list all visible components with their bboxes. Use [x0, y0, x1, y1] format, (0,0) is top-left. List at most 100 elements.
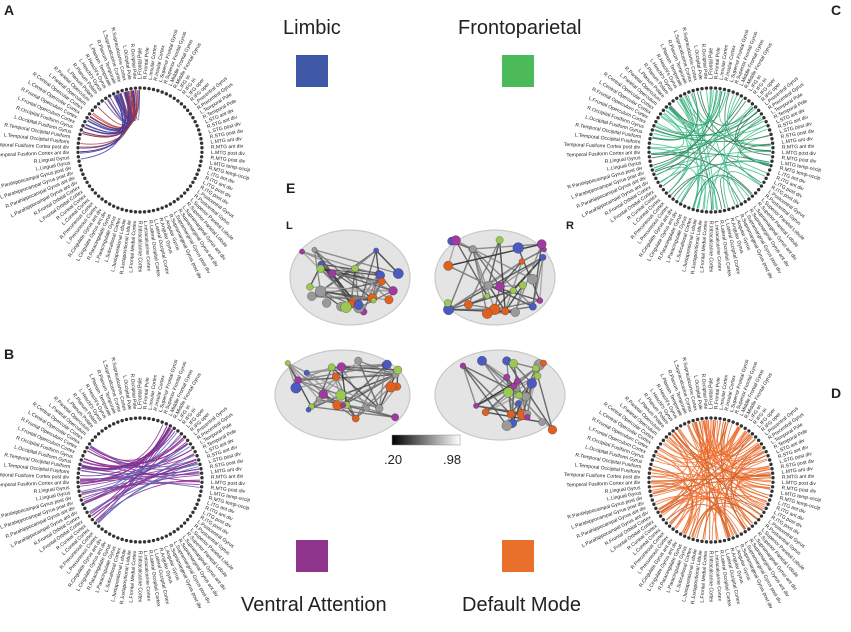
node-marker	[727, 418, 731, 423]
node-marker	[656, 180, 660, 184]
node-marker	[120, 537, 124, 542]
node-label: R.MTG post div	[781, 155, 817, 165]
connection-chord	[687, 421, 703, 453]
node-marker	[656, 446, 660, 450]
node-marker	[722, 208, 727, 213]
node-label: Temporal Fusiform Cortex ant div	[0, 480, 70, 489]
connection-chord	[723, 95, 739, 204]
node-marker	[138, 540, 142, 544]
connection-chord	[89, 458, 197, 514]
brain-node	[503, 387, 514, 398]
node-label: R.Occipital Pole	[700, 374, 709, 410]
colorbar-min-label: .20	[384, 452, 403, 467]
node-marker	[771, 146, 775, 150]
node-marker	[198, 132, 202, 137]
brain-node	[299, 248, 305, 255]
node-marker	[769, 132, 773, 137]
connection-chord	[652, 91, 726, 166]
node-label: L.MTG post div	[211, 150, 246, 157]
node-marker	[185, 438, 190, 443]
node-marker	[151, 87, 156, 92]
connection-chord	[696, 160, 770, 209]
node-marker	[176, 527, 180, 531]
node-marker	[654, 176, 658, 181]
node-marker	[142, 86, 147, 90]
connection-chord	[665, 90, 719, 127]
node-marker	[182, 105, 187, 109]
node-marker	[739, 532, 744, 536]
node-marker	[647, 471, 652, 475]
node-marker	[769, 163, 773, 168]
edge	[494, 299, 540, 311]
node-marker	[648, 137, 652, 141]
brain-node	[484, 293, 491, 300]
panel-letter-e: E	[286, 180, 296, 196]
connection-chord	[123, 90, 137, 122]
edge	[462, 365, 527, 398]
node-marker	[747, 527, 751, 531]
brain-node	[501, 307, 510, 316]
connection-chord	[681, 419, 712, 533]
connection-chord	[651, 475, 771, 482]
connection-chord	[81, 482, 200, 494]
edge	[512, 256, 544, 292]
node-marker	[76, 141, 81, 145]
connection-chord	[80, 427, 171, 477]
brain-node	[370, 297, 377, 304]
node-marker	[695, 208, 700, 213]
node-marker	[687, 536, 691, 540]
node-marker	[151, 208, 156, 213]
connection-chord	[674, 432, 771, 476]
node-marker	[704, 210, 709, 214]
node-marker	[671, 429, 675, 433]
node-marker	[671, 197, 675, 201]
node-label: L.Frontal Pole	[708, 378, 714, 409]
colorbar-max-label: .98	[443, 452, 462, 467]
node-marker	[695, 538, 700, 543]
node-marker	[111, 422, 116, 426]
node-marker	[682, 534, 687, 538]
node-marker	[695, 87, 700, 92]
node-marker	[156, 418, 160, 423]
node-label: L.Frontal Pole	[137, 378, 143, 409]
node-label: L.Insular Cortex	[719, 374, 730, 410]
node-marker	[185, 187, 190, 192]
connection-chord	[720, 421, 756, 457]
node-marker	[104, 200, 108, 204]
connection-chord	[655, 111, 758, 137]
brain-node	[536, 297, 544, 304]
brain-node	[443, 299, 452, 307]
brain-node	[547, 425, 557, 435]
node-marker	[739, 424, 744, 428]
brain-node	[512, 242, 524, 254]
brain-node	[327, 363, 336, 372]
node-marker	[111, 92, 116, 96]
node-marker	[172, 200, 176, 204]
connection-chord	[676, 176, 706, 210]
node-marker	[76, 485, 81, 489]
node-marker	[735, 204, 740, 208]
brain-view	[289, 229, 411, 326]
node-marker	[78, 462, 82, 467]
node-marker	[195, 172, 199, 176]
node-marker	[111, 534, 116, 538]
node-marker	[658, 184, 663, 188]
brain-node	[388, 286, 398, 296]
node-marker	[147, 416, 151, 421]
edge	[375, 250, 380, 274]
node-marker	[87, 112, 92, 116]
node-marker	[199, 467, 203, 471]
brain-node	[290, 382, 302, 394]
node-marker	[199, 471, 204, 475]
node-marker	[731, 536, 735, 540]
node-marker	[647, 485, 652, 489]
node-marker	[664, 521, 669, 525]
edge	[488, 284, 506, 312]
connection-chord	[658, 436, 754, 510]
node-marker	[107, 532, 112, 536]
node-marker	[138, 86, 142, 90]
node-marker	[731, 420, 735, 424]
edge	[357, 360, 380, 409]
node-marker	[182, 521, 187, 525]
